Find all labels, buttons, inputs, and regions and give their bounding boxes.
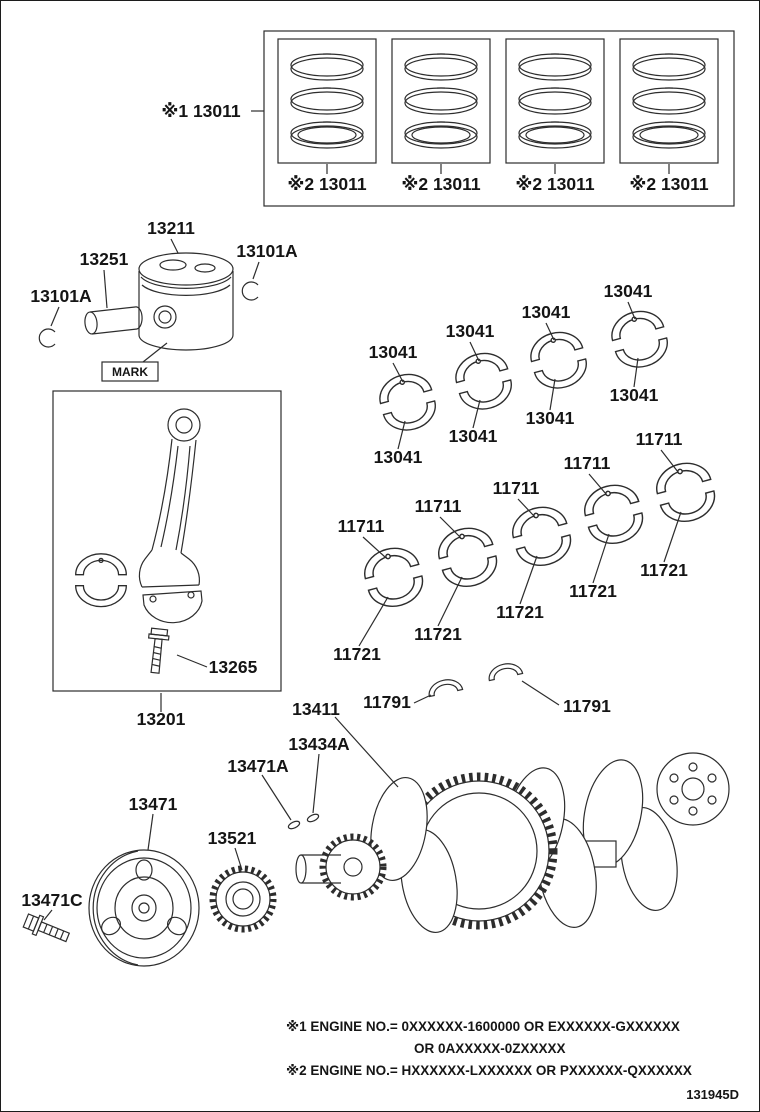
pulley-bolt-drawing — [22, 913, 71, 943]
part-label-crankshaft[interactable]: 13411 — [292, 699, 340, 719]
part-label-main-bearing-u5[interactable]: 11711 — [636, 429, 683, 449]
piston-pin-drawing — [84, 306, 143, 335]
rod-bolt-drawing — [147, 627, 170, 674]
part-label-rod-bolt[interactable]: 13265 — [209, 657, 258, 677]
part-label-pulley[interactable]: 13471 — [129, 794, 178, 814]
snap-ring-left-drawing — [38, 328, 56, 348]
part-label-snap-ring-left[interactable]: 13101A — [30, 286, 92, 306]
thrust-washer-drawings — [426, 660, 524, 698]
figure-code: 131945D — [686, 1087, 739, 1102]
part-label-rod-bearing-l3[interactable]: 13041 — [526, 408, 575, 428]
footnote-line-2: OR 0AXXXXX-0ZXXXXX — [414, 1041, 566, 1056]
timing-gear-drawing — [209, 865, 277, 933]
footnote-line-3: ※2 ENGINE NO.= HXXXXXX-LXXXXXX OR PXXXXX… — [286, 1063, 692, 1078]
part-label-thrust-washer-1[interactable]: 11791 — [363, 692, 411, 712]
part-label-rod-bearing-u1[interactable]: 13041 — [369, 342, 418, 362]
part-label-main-bearing-l2[interactable]: 11721 — [414, 624, 462, 644]
part-label-ring-sub-2[interactable]: ※2 13011 — [401, 174, 481, 194]
mark-box — [101, 361, 159, 382]
part-label-main-bearing-u4[interactable]: 11711 — [564, 453, 611, 473]
part-label-rod-bearing-l4[interactable]: 13041 — [610, 385, 659, 405]
part-label-timing-gear[interactable]: 13521 — [208, 828, 257, 848]
part-label-crank-key[interactable]: 13434A — [288, 734, 350, 754]
leader-lines — [43, 110, 682, 921]
mark-label: MARK — [112, 365, 148, 379]
part-label-rod-bearing-u2[interactable]: 13041 — [446, 321, 495, 341]
part-label-main-bearing-l4[interactable]: 11721 — [569, 581, 617, 601]
pulley-drawing — [88, 849, 200, 967]
part-label-rod-bearing-l2[interactable]: 13041 — [449, 426, 498, 446]
part-label-thrust-washer-2[interactable]: 11791 — [563, 696, 611, 716]
part-label-crank-key2[interactable]: 13471A — [227, 756, 289, 776]
crank-key-drawing — [287, 820, 301, 830]
main-bearing-drawings — [358, 456, 721, 614]
part-label-ring-set[interactable]: ※1 13011 — [161, 101, 241, 121]
part-label-main-bearing-u1[interactable]: 11711 — [338, 516, 385, 536]
footnote-line-1: ※1 ENGINE NO.= 0XXXXXX-1600000 OR EXXXXX… — [286, 1019, 680, 1034]
part-label-piston[interactable]: 13211 — [147, 218, 195, 238]
crank-key2-drawing — [306, 813, 320, 823]
part-label-rod-bearing-u4[interactable]: 13041 — [604, 281, 653, 301]
snap-ring-right-drawing — [241, 281, 259, 301]
crankshaft-drawing — [287, 752, 730, 934]
part-label-ring-sub-1[interactable]: ※2 13011 — [287, 174, 367, 194]
part-label-ring-sub-4[interactable]: ※2 13011 — [629, 174, 709, 194]
part-label-rod-bearing-u3[interactable]: 13041 — [522, 302, 571, 322]
part-label-rod-bearing-l1[interactable]: 13041 — [374, 447, 423, 467]
part-label-main-bearing-u2[interactable]: 11711 — [415, 496, 462, 516]
part-label-ring-sub-3[interactable]: ※2 13011 — [515, 174, 595, 194]
piston-drawing — [138, 252, 234, 351]
part-label-connecting-rod[interactable]: 13201 — [137, 709, 186, 729]
connecting-rod-drawing — [52, 390, 282, 692]
part-label-snap-ring-right[interactable]: 13101A — [236, 241, 298, 261]
part-label-pulley-bolt[interactable]: 13471C — [21, 890, 83, 910]
piston-ring-box — [263, 30, 735, 207]
part-label-main-bearing-l3[interactable]: 11721 — [496, 602, 544, 622]
part-label-piston-pin[interactable]: 13251 — [80, 249, 129, 269]
rod-bearing-drawings — [374, 305, 673, 437]
part-label-main-bearing-u3[interactable]: 11711 — [493, 478, 540, 498]
part-label-main-bearing-l5[interactable]: 11721 — [640, 560, 688, 580]
part-label-main-bearing-l1[interactable]: 11721 — [333, 644, 381, 664]
